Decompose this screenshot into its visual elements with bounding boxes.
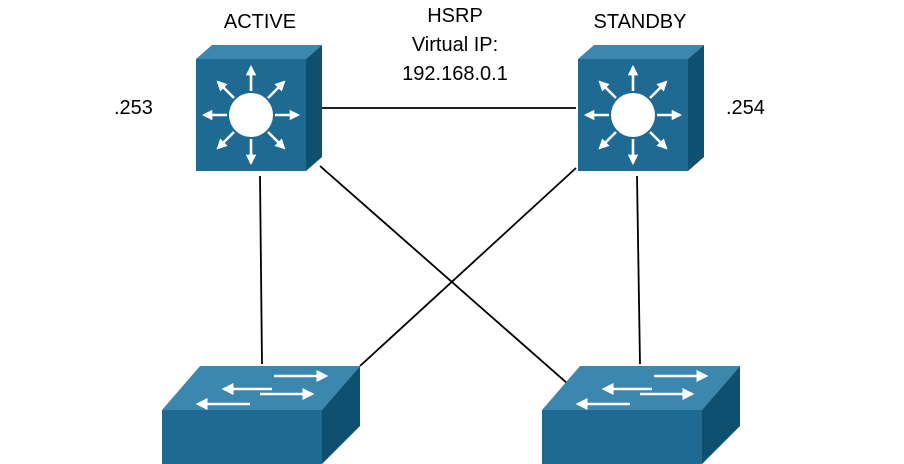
standby-address: .254 (726, 97, 765, 119)
active-address: .253 (114, 97, 153, 119)
links (259, 107, 641, 385)
workgroup-switch-icon (542, 366, 740, 464)
link-standby-switch-right (636, 175, 641, 365)
active-label: ACTIVE (223, 11, 297, 33)
workgroup-switch-icon (162, 366, 360, 464)
link-active-switch-right (319, 165, 569, 385)
link-standby-switch-left (359, 167, 577, 367)
virtual-ip-value: 192.168.0.1 (402, 63, 508, 85)
hsrp-label: HSRP (427, 5, 483, 27)
layer3-switch-icon (196, 45, 322, 171)
virtual-ip-label: Virtual IP: (411, 34, 499, 56)
standby-label: STANDBY (593, 11, 687, 33)
layer3-switch-icon (578, 45, 704, 171)
link-active-switch-left (259, 175, 263, 365)
